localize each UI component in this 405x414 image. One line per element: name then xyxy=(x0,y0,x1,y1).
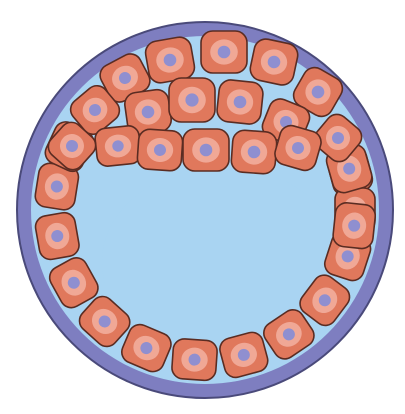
inner-cell-mass-cell xyxy=(183,129,229,171)
inner-cell-mass-cell xyxy=(94,125,142,167)
inner-cell-mass-cell xyxy=(231,130,278,175)
nucleus xyxy=(185,93,198,106)
nucleus xyxy=(200,144,213,157)
trophoblast-cell xyxy=(171,338,218,381)
inner-cell-mass-cell xyxy=(201,31,247,73)
trophoblast-cell xyxy=(34,211,81,261)
inner-cell-mass-cell xyxy=(169,78,215,122)
inner-cell-mass-cell xyxy=(137,129,184,172)
inner-cell-mass-cell xyxy=(248,37,300,87)
inner-cell-mass-cell xyxy=(216,79,264,125)
nucleus xyxy=(218,46,231,59)
trophoblast-cell xyxy=(332,202,376,250)
